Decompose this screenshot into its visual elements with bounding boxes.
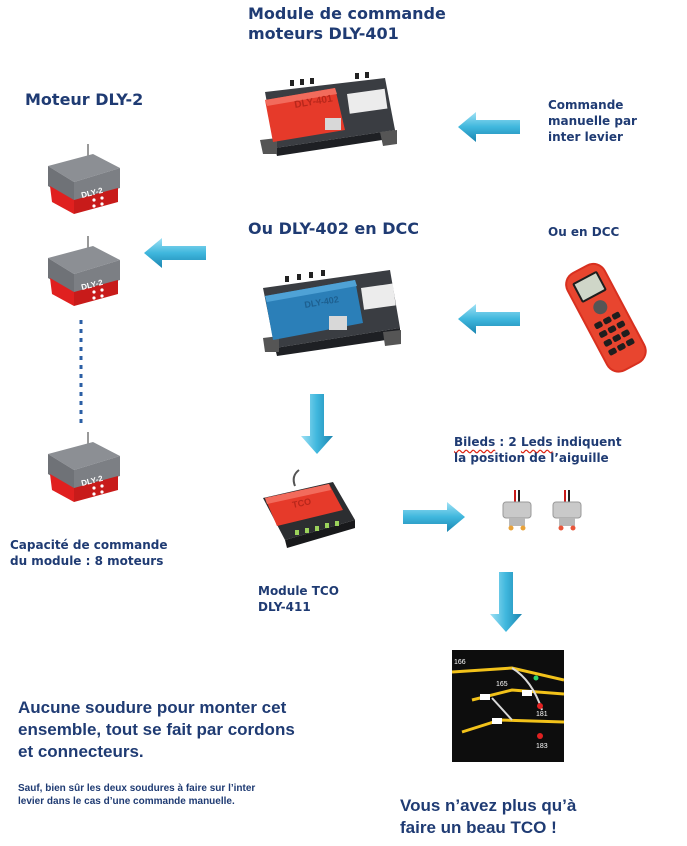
tco-module-label: Module TCO DLY-411 — [258, 583, 339, 615]
capacity-label: Capacité de commande du module : 8 moteu… — [10, 537, 168, 569]
final-message: Vous n’avez plus qu’à faire un beau TCO … — [400, 795, 576, 839]
arrow-manual-to-401 — [458, 112, 520, 142]
tco-module-line1: Module TCO — [258, 584, 339, 598]
bileds-colon: : 2 — [495, 435, 521, 449]
note-small-line1: Sauf, bien sûr les deux soudures à faire… — [18, 783, 256, 794]
final-line1: Vous n’avez plus qu’à — [400, 796, 577, 815]
note-main-line2: ensemble, tout se fait par cordons — [18, 720, 295, 739]
tco-panel-label-181: 181 — [536, 711, 548, 718]
capacity-line2: du module : 8 moteurs — [10, 554, 164, 568]
arrow-dcc-to-402 — [458, 304, 520, 334]
dly402-module-image: DLY-402 — [263, 270, 401, 356]
manual-line2: manuelle par — [548, 114, 637, 128]
motor-dotted-line — [79, 320, 83, 426]
tco-panel-image: 166 165 181 183 — [452, 650, 564, 762]
motor-image-2: DLY-2 — [48, 236, 120, 306]
tco-panel-labels: 166 165 181 183 — [454, 659, 548, 750]
bileds-image — [502, 490, 582, 531]
arrow-402-to-tco — [301, 394, 333, 454]
module-401-title-line2: moteurs DLY-401 — [248, 24, 399, 43]
module-401-title-line1: Module de commande — [248, 4, 446, 23]
final-line2: faire un beau TCO ! — [400, 818, 557, 837]
bileds-line2: la position de l’aiguille — [454, 451, 609, 465]
dcc-title: Ou en DCC — [548, 225, 620, 239]
manual-line1: Commande — [548, 98, 624, 112]
bileds-label: Bileds : 2 Leds indiquent la position de… — [454, 434, 622, 466]
no-solder-note: Aucune soudure pour monter cet ensemble,… — [18, 697, 295, 763]
capacity-line1: Capacité de commande — [10, 538, 168, 552]
dcc-controller-image — [565, 262, 647, 373]
motor-image-1: DLY-2 — [48, 144, 120, 214]
note-main-line3: et connecteurs. — [18, 742, 144, 761]
solder-exception-note: Sauf, bien sûr les deux soudures à faire… — [18, 782, 255, 808]
arrow-tco-to-bileds — [403, 502, 465, 532]
arrow-402-to-motors — [144, 238, 206, 268]
tco-module-image: TCO — [263, 469, 355, 548]
motor-title: Moteur DLY-2 — [25, 90, 144, 109]
bileds-indiquent: indiquent — [552, 435, 622, 449]
tco-module-line2: DLY-411 — [258, 600, 311, 614]
manual-command-label: Commande manuelle par inter levier — [548, 97, 637, 145]
tco-panel-label-183: 183 — [536, 743, 548, 750]
bileds-line1: Bileds : 2 Leds indiquent — [454, 434, 622, 450]
module-401-title: Module de commande moteurs DLY-401 — [248, 4, 446, 44]
arrow-bileds-to-panel — [490, 572, 522, 632]
tco-panel-label-165: 165 — [496, 681, 508, 688]
motor-image-3: DLY-2 — [48, 432, 120, 502]
dly402-title: Ou DLY-402 en DCC — [248, 219, 419, 238]
manual-line3: inter levier — [548, 130, 623, 144]
tco-device-text: TCO — [291, 496, 312, 510]
leds-word: Leds — [520, 435, 553, 449]
dly401-module-image: DLY-401 — [260, 72, 397, 156]
note-small-line2: levier dans le cas d’une commande manuel… — [18, 796, 235, 807]
bileds-word: Bileds — [454, 435, 496, 449]
tco-panel-label-166: 166 — [454, 659, 466, 666]
note-main-line1: Aucune soudure pour monter cet — [18, 698, 287, 717]
